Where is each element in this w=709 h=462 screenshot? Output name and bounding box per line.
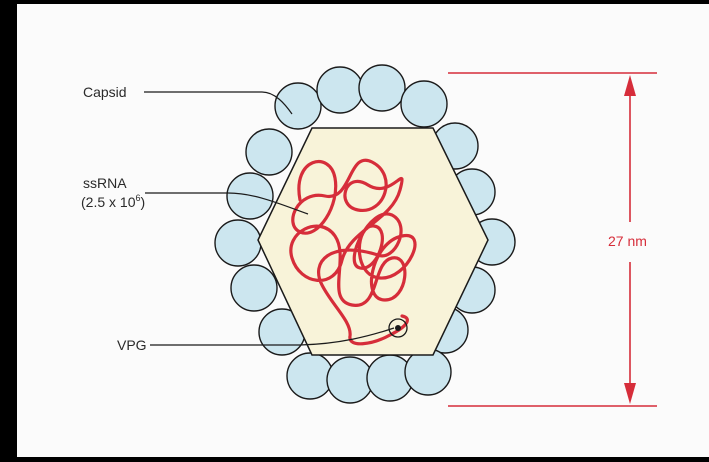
capsomere-sphere — [227, 173, 273, 219]
ssrna-size-close: ) — [141, 194, 146, 210]
capsomere-sphere — [317, 67, 363, 113]
ssrna-label: ssRNA — [83, 174, 127, 192]
capsomere-sphere — [231, 265, 277, 311]
vpg-label: VPG — [117, 336, 147, 354]
ssrna-size-label: (2.5 x 106) — [81, 193, 145, 211]
capsomere-sphere — [405, 349, 451, 395]
capsid-label: Capsid — [83, 83, 127, 101]
capsomere-sphere — [359, 65, 405, 111]
capsomere-sphere — [275, 83, 321, 129]
capsomere-sphere — [327, 357, 373, 403]
capsomere-sphere — [215, 220, 261, 266]
capsomere-sphere — [287, 353, 333, 399]
diameter-label: 27 nm — [608, 233, 647, 249]
ssrna-size-base: (2.5 x 10 — [81, 194, 135, 210]
vpg-bead-dot — [395, 325, 401, 331]
capsomere-sphere — [246, 129, 292, 175]
capsomere-sphere — [401, 81, 447, 127]
